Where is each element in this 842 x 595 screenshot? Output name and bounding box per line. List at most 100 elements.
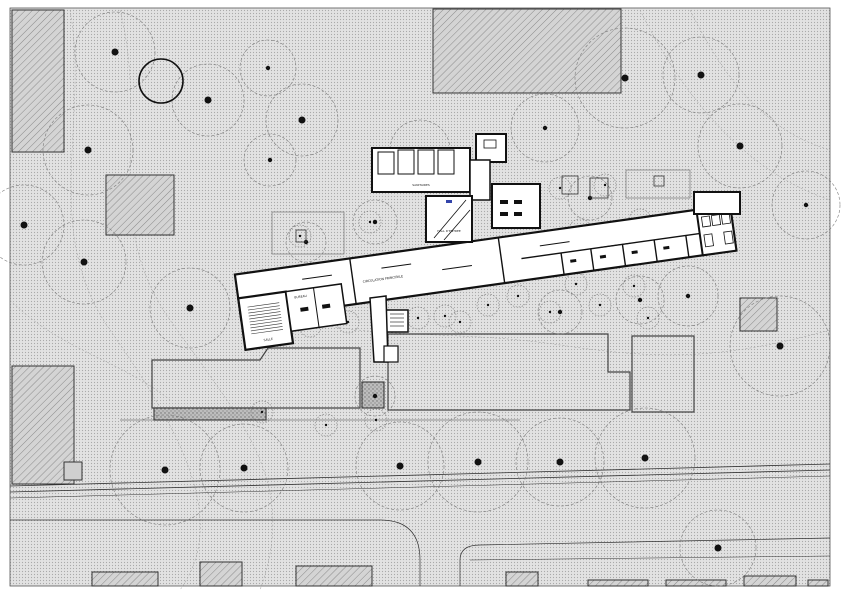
- small-tree-canopy: [358, 210, 382, 234]
- tree-canopy: [355, 421, 445, 511]
- small-tree-trunk: [603, 183, 607, 187]
- tree-canopy: [243, 133, 297, 187]
- tree-canopy: [729, 295, 831, 397]
- small-tree-canopy: [250, 400, 274, 424]
- south-stair: [385, 309, 409, 333]
- small-tree-canopy: [506, 284, 530, 308]
- tree-canopy: [515, 417, 605, 507]
- label-hall: HALL D'ENTREE: [437, 229, 461, 233]
- tree-canopy: [285, 221, 327, 263]
- tree-trunk: [372, 219, 378, 225]
- tree-canopy: [594, 407, 696, 509]
- tree-canopy: [771, 170, 841, 240]
- tree-canopy: [199, 423, 289, 513]
- tree-trunk: [736, 142, 744, 150]
- tree-trunk: [714, 544, 722, 552]
- small-tree-canopy: [314, 413, 338, 437]
- small-tree-canopy: [476, 293, 500, 317]
- tree-canopy: [265, 83, 339, 157]
- tree-canopy: [615, 275, 665, 325]
- circular-feature: [138, 58, 184, 104]
- tree-trunk: [186, 304, 194, 312]
- tree-canopy: [239, 39, 297, 97]
- small-tree-canopy: [448, 310, 472, 334]
- tree-canopies: [0, 11, 841, 587]
- tree-trunk: [267, 157, 273, 163]
- small-tree-trunk: [486, 303, 490, 307]
- small-tree-canopy: [593, 173, 617, 197]
- building-shed: [63, 461, 83, 481]
- tree-trunk: [240, 464, 248, 472]
- tree-trunk: [697, 71, 705, 79]
- small-tree-trunk: [516, 294, 520, 298]
- tree-trunk: [557, 309, 563, 315]
- small-tree-trunk: [443, 314, 447, 318]
- tree-canopy: [354, 375, 396, 417]
- tree-trunk: [637, 297, 643, 303]
- tree-trunk: [621, 74, 629, 82]
- small-tree-trunk: [632, 284, 636, 288]
- tree-canopy: [574, 27, 676, 129]
- tree-canopy: [41, 219, 127, 305]
- small-tree-canopy: [548, 176, 572, 200]
- existing-school-building: [120, 333, 695, 421]
- tree-trunk: [80, 258, 88, 266]
- small-tree-trunk: [458, 320, 462, 324]
- tree-trunk: [685, 293, 691, 299]
- tree-canopy: [679, 509, 757, 587]
- tree-canopy: [109, 414, 221, 526]
- tree-trunk: [265, 65, 271, 71]
- drawing-frame: [9, 7, 831, 587]
- tree-trunk: [298, 116, 306, 124]
- small-tree-canopy: [636, 306, 660, 330]
- label-office: BUREAU: [294, 294, 307, 300]
- small-tree-trunk: [324, 423, 328, 427]
- small-tree-canopy: [588, 293, 612, 317]
- small-tree-trunk: [558, 186, 562, 190]
- label-sanitary: SANITAIRES: [412, 183, 430, 187]
- tree-trunk: [84, 146, 92, 154]
- tree-canopy: [149, 267, 231, 349]
- new-building: SANITAIRES SALLE BUREAU: [233, 133, 741, 363]
- small-tree-trunk: [260, 410, 264, 414]
- tree-trunk: [111, 48, 119, 56]
- small-tree-trunk: [374, 418, 378, 422]
- building-annex-east: [739, 297, 778, 332]
- small-tree-trunk: [368, 220, 372, 224]
- tree-trunk: [474, 458, 482, 466]
- tree-trunk: [803, 202, 809, 208]
- small-tree-canopy: [364, 408, 388, 432]
- small-tree-trunk: [598, 303, 602, 307]
- tree-canopy: [657, 265, 719, 327]
- tree-canopy: [427, 411, 529, 513]
- tree-trunk: [161, 466, 169, 474]
- label-room-west: SALLE: [263, 337, 273, 342]
- small-tree-trunk: [416, 316, 420, 320]
- building-northwest: [11, 9, 65, 153]
- neighbouring-buildings: [11, 8, 829, 587]
- tree-canopy: [42, 104, 134, 196]
- tree-trunk: [542, 125, 548, 131]
- tree-canopy: [697, 103, 783, 189]
- building-annex-west: [105, 174, 175, 236]
- small-tree-canopy: [622, 274, 646, 298]
- tree-canopy: [352, 199, 398, 245]
- tree-trunk: [556, 458, 564, 466]
- small-tree-canopy: [433, 304, 457, 328]
- road: [9, 463, 831, 586]
- tree-trunks: [20, 48, 809, 552]
- tree-trunk: [776, 342, 784, 350]
- small-tree-trunk: [548, 310, 552, 314]
- tree-trunk: [641, 454, 649, 462]
- tree-canopy: [74, 11, 156, 93]
- label-main-corridor: CIRCULATION PRINCIPALE: [363, 274, 404, 284]
- small-tree-canopy: [288, 224, 312, 248]
- tree-trunk: [20, 221, 28, 229]
- small-tree-trunk: [646, 316, 650, 320]
- small-tree-trunk: [574, 282, 578, 286]
- tree-trunk: [372, 393, 378, 399]
- tree-trunk: [396, 462, 404, 470]
- tree-trunk: [204, 96, 212, 104]
- tree-canopy: [567, 175, 613, 221]
